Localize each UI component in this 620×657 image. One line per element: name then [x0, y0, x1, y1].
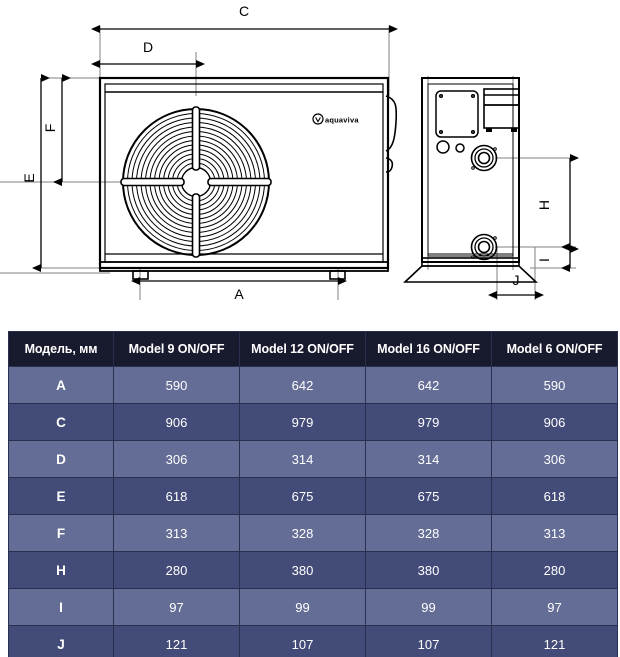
- table-cell: 590: [114, 367, 239, 403]
- table-row: H 280 380 380 280: [9, 552, 617, 588]
- base-plinth: [99, 261, 389, 272]
- side-handle-bracket: [385, 95, 398, 173]
- access-panel: [435, 90, 479, 138]
- fan-grille: [120, 106, 272, 258]
- table-header-cell-1: Model 9 ON/OFF: [114, 332, 239, 366]
- dimension-d: D: [91, 39, 205, 68]
- dimension-a: A: [131, 277, 347, 302]
- table-cell: 121: [114, 626, 239, 657]
- table-row: C 906 979 979 906: [9, 404, 617, 440]
- table-cell: 642: [240, 367, 365, 403]
- table-cell: 380: [240, 552, 365, 588]
- water-port-upper: [470, 144, 498, 172]
- table-cell: 314: [240, 441, 365, 477]
- dimension-e: E: [21, 74, 50, 272]
- dimension-c: C: [91, 3, 398, 33]
- front-view: aquaviva C D E: [0, 3, 398, 302]
- table-cell: 107: [366, 626, 491, 657]
- row-label: E: [9, 478, 113, 514]
- table-header-cell-3: Model 16 ON/OFF: [366, 332, 491, 366]
- table-header-row: Модель, мм Model 9 ON/OFF Model 12 ON/OF…: [9, 332, 617, 366]
- table-cell: 280: [492, 552, 617, 588]
- table-header-cell-4: Model 6 ON/OFF: [492, 332, 617, 366]
- dimension-label-d: D: [143, 39, 153, 55]
- table-cell: 313: [492, 515, 617, 551]
- table-cell: 590: [492, 367, 617, 403]
- row-label: C: [9, 404, 113, 440]
- table-cell: 97: [492, 589, 617, 625]
- row-label: D: [9, 441, 113, 477]
- dimension-label-h: H: [536, 200, 552, 210]
- table-cell: 979: [366, 404, 491, 440]
- row-label: A: [9, 367, 113, 403]
- table-cell: 328: [240, 515, 365, 551]
- table-cell: 107: [240, 626, 365, 657]
- table-cell: 314: [366, 441, 491, 477]
- table-row: D 306 314 314 306: [9, 441, 617, 477]
- technical-drawing: aquaviva C D E: [0, 0, 620, 325]
- cabinet-outline: [98, 76, 390, 270]
- dimension-h: H: [536, 154, 579, 251]
- table-cell: 306: [492, 441, 617, 477]
- table-row: I 97 99 99 97: [9, 589, 617, 625]
- side-base-stand: [402, 257, 539, 283]
- dimension-label-c: C: [239, 3, 249, 19]
- control-display-box: [483, 88, 520, 132]
- fan-hub-spokes: [120, 106, 272, 258]
- table-cell: 121: [492, 626, 617, 657]
- table-cell: 280: [114, 552, 239, 588]
- table-cell: 99: [240, 589, 365, 625]
- table-cell: 642: [366, 367, 491, 403]
- water-port-lower: [470, 233, 498, 261]
- table-header-cell-0: Модель, мм: [9, 332, 113, 366]
- dimension-f: F: [42, 74, 71, 186]
- dimension-label-i: I: [536, 258, 552, 262]
- dimension-label-f: F: [42, 124, 58, 133]
- table-cell: 906: [492, 404, 617, 440]
- row-label: H: [9, 552, 113, 588]
- mounting-feet: [132, 270, 346, 280]
- brand-logo: aquaviva: [312, 113, 359, 125]
- table-cell: 979: [240, 404, 365, 440]
- row-label: J: [9, 626, 113, 657]
- table-row: F 313 328 328 313: [9, 515, 617, 551]
- table-cell: 618: [114, 478, 239, 514]
- row-label: I: [9, 589, 113, 625]
- dimension-label-a: A: [234, 286, 244, 302]
- dimension-table: Модель, мм Model 9 ON/OFF Model 12 ON/OF…: [8, 331, 618, 657]
- side-view: H I J: [402, 76, 579, 300]
- table-cell: 906: [114, 404, 239, 440]
- row-label: F: [9, 515, 113, 551]
- table-row: A 590 642 642 590: [9, 367, 617, 403]
- table-cell: 380: [366, 552, 491, 588]
- dimension-label-j: J: [513, 272, 520, 288]
- table-row: E 618 675 675 618: [9, 478, 617, 514]
- side-knockouts: [436, 140, 465, 154]
- table-cell: 675: [240, 478, 365, 514]
- table-cell: 306: [114, 441, 239, 477]
- table-header-cell-2: Model 12 ON/OFF: [240, 332, 365, 366]
- dimension-i: I: [536, 245, 579, 272]
- table-cell: 97: [114, 589, 239, 625]
- table-cell: 675: [366, 478, 491, 514]
- table-cell: 313: [114, 515, 239, 551]
- dimension-j: J: [488, 272, 544, 299]
- dimension-label-e: E: [21, 173, 37, 182]
- dimension-table-container: Модель, мм Model 9 ON/OFF Model 12 ON/OF…: [8, 331, 618, 657]
- table-cell: 618: [492, 478, 617, 514]
- side-cabinet-outline: [421, 77, 520, 263]
- table-row: J 121 107 107 121: [9, 626, 617, 657]
- brand-logo-text: aquaviva: [325, 116, 359, 125]
- table-cell: 99: [366, 589, 491, 625]
- table-cell: 328: [366, 515, 491, 551]
